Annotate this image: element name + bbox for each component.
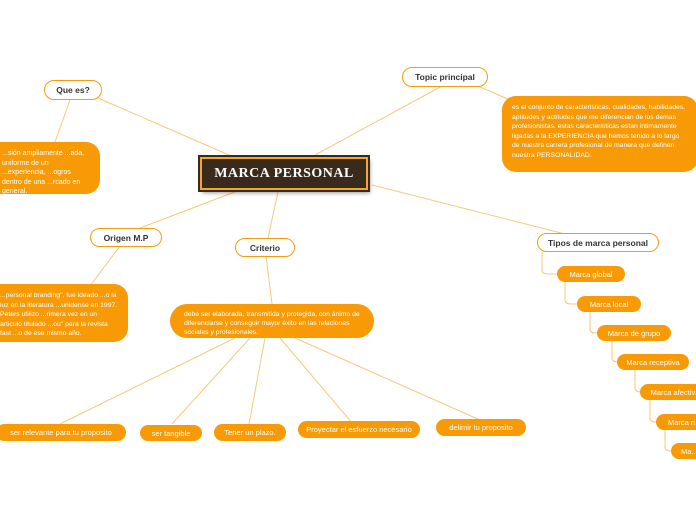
connector-crit-child-4: [279, 337, 354, 425]
que-es-text: ...sión ampliamente ...ada, uniforme de …: [2, 150, 85, 196]
tipo-label: Marca ri...: [668, 417, 696, 427]
tipo-marca-receptiva[interactable]: Marca receptiva: [617, 354, 689, 370]
criterio-item-tangible[interactable]: ser tangible: [140, 425, 202, 441]
branch-criterio-label: Criterio: [249, 242, 281, 253]
branch-tipos-marca[interactable]: Tipos de marca personal: [537, 233, 659, 252]
tipo-marca-truncated-2[interactable]: Ma...: [671, 443, 696, 459]
tipo-marca-local[interactable]: Marca local: [577, 296, 641, 312]
tipo-label: Ma...: [681, 446, 696, 456]
criterio-item-plazo[interactable]: Tener un plazo.: [214, 424, 286, 441]
criterio-text: debe ser elaborada, transmitida y proteg…: [184, 311, 360, 337]
connector-tipos-5: [634, 370, 642, 393]
connector-crit-child-5: [294, 337, 481, 421]
branch-que-es-label: Que es?: [56, 85, 90, 95]
connector-topic-text: [477, 85, 511, 101]
tipo-label: Marca de grupo: [607, 328, 661, 338]
connector-tipos-4: [611, 341, 619, 363]
criterio-item-delimir[interactable]: delimir tu proposito: [436, 419, 526, 436]
connector-central-origen: [139, 189, 241, 229]
connector-tipos-7: [664, 430, 672, 452]
connector-central-que-es: [97, 97, 246, 163]
connector-tipos-6: [649, 400, 657, 423]
criterio-item-relevante[interactable]: ser relevante para tu proposito: [0, 424, 126, 441]
tipo-label: Marca local: [589, 299, 629, 309]
topic-text-node[interactable]: es el conjunto de caracteristicas, cuali…: [502, 96, 696, 172]
tipo-marca-grupo[interactable]: Marca de grupo: [597, 325, 671, 341]
branch-topic-label: Topic principal: [415, 72, 475, 82]
connector-crit-child-2: [171, 337, 251, 425]
branch-tipos-label: Tipos de marca personal: [548, 237, 648, 248]
connector-origen-text: [89, 245, 121, 287]
origen-text: ...personal branding", fue ideado ...o l…: [0, 292, 118, 338]
connector-central-topic: [314, 85, 443, 156]
origen-text-node[interactable]: ...personal branding", fue ideado ...o l…: [0, 284, 128, 342]
criterio-item-label: ser relevante para tu proposito: [10, 428, 112, 437]
branch-topic-principal[interactable]: Topic principal: [402, 67, 488, 87]
criterio-text-node[interactable]: debe ser elaborada, transmitida y proteg…: [170, 304, 374, 338]
tipo-marca-global[interactable]: Marca global: [557, 266, 625, 282]
criterio-item-label: delimir tu proposito: [449, 423, 513, 432]
central-topic-title: MARCA PERSONAL: [214, 165, 354, 181]
connector-tipos-1: [541, 252, 558, 275]
connector-central-tipos: [371, 184, 566, 235]
branch-origen-mp[interactable]: Origen M.P: [90, 228, 162, 247]
criterio-item-label: Proyectar el esfuerzo necesario: [306, 425, 412, 434]
que-es-text-node[interactable]: ...sión ampliamente ...ada, uniforme de …: [0, 142, 100, 196]
connector-tipos-3: [589, 312, 598, 334]
tipo-marca-afectiva[interactable]: Marca afectiva: [640, 384, 696, 400]
connector-tipos-2: [564, 282, 578, 305]
tipo-label: Marca global: [569, 269, 613, 279]
connector-central-criterio: [267, 191, 279, 239]
central-topic-node[interactable]: MARCA PERSONAL: [200, 157, 368, 190]
branch-que-es[interactable]: Que es?: [44, 80, 102, 100]
criterio-item-label: Tener un plazo.: [224, 428, 276, 437]
connector-crit-child-3: [248, 337, 266, 425]
tipo-marca-truncated-1[interactable]: Marca ri...: [656, 414, 696, 430]
branch-origen-label: Origen M.P: [103, 232, 149, 243]
branch-criterio[interactable]: Criterio: [235, 238, 295, 257]
criterio-item-esfuerzo[interactable]: Proyectar el esfuerzo necesario: [298, 421, 420, 438]
topic-text: es el conjunto de caracteristicas, cuali…: [512, 104, 686, 159]
connector-crit-child-1: [59, 337, 236, 425]
tipo-label: Marca afectiva: [650, 387, 696, 397]
connector-criterio-text: [265, 255, 273, 305]
criterio-item-label: ser tangible: [151, 428, 191, 438]
tipo-label: Marca receptiva: [626, 357, 680, 367]
connector-que-es-text: [54, 99, 71, 143]
